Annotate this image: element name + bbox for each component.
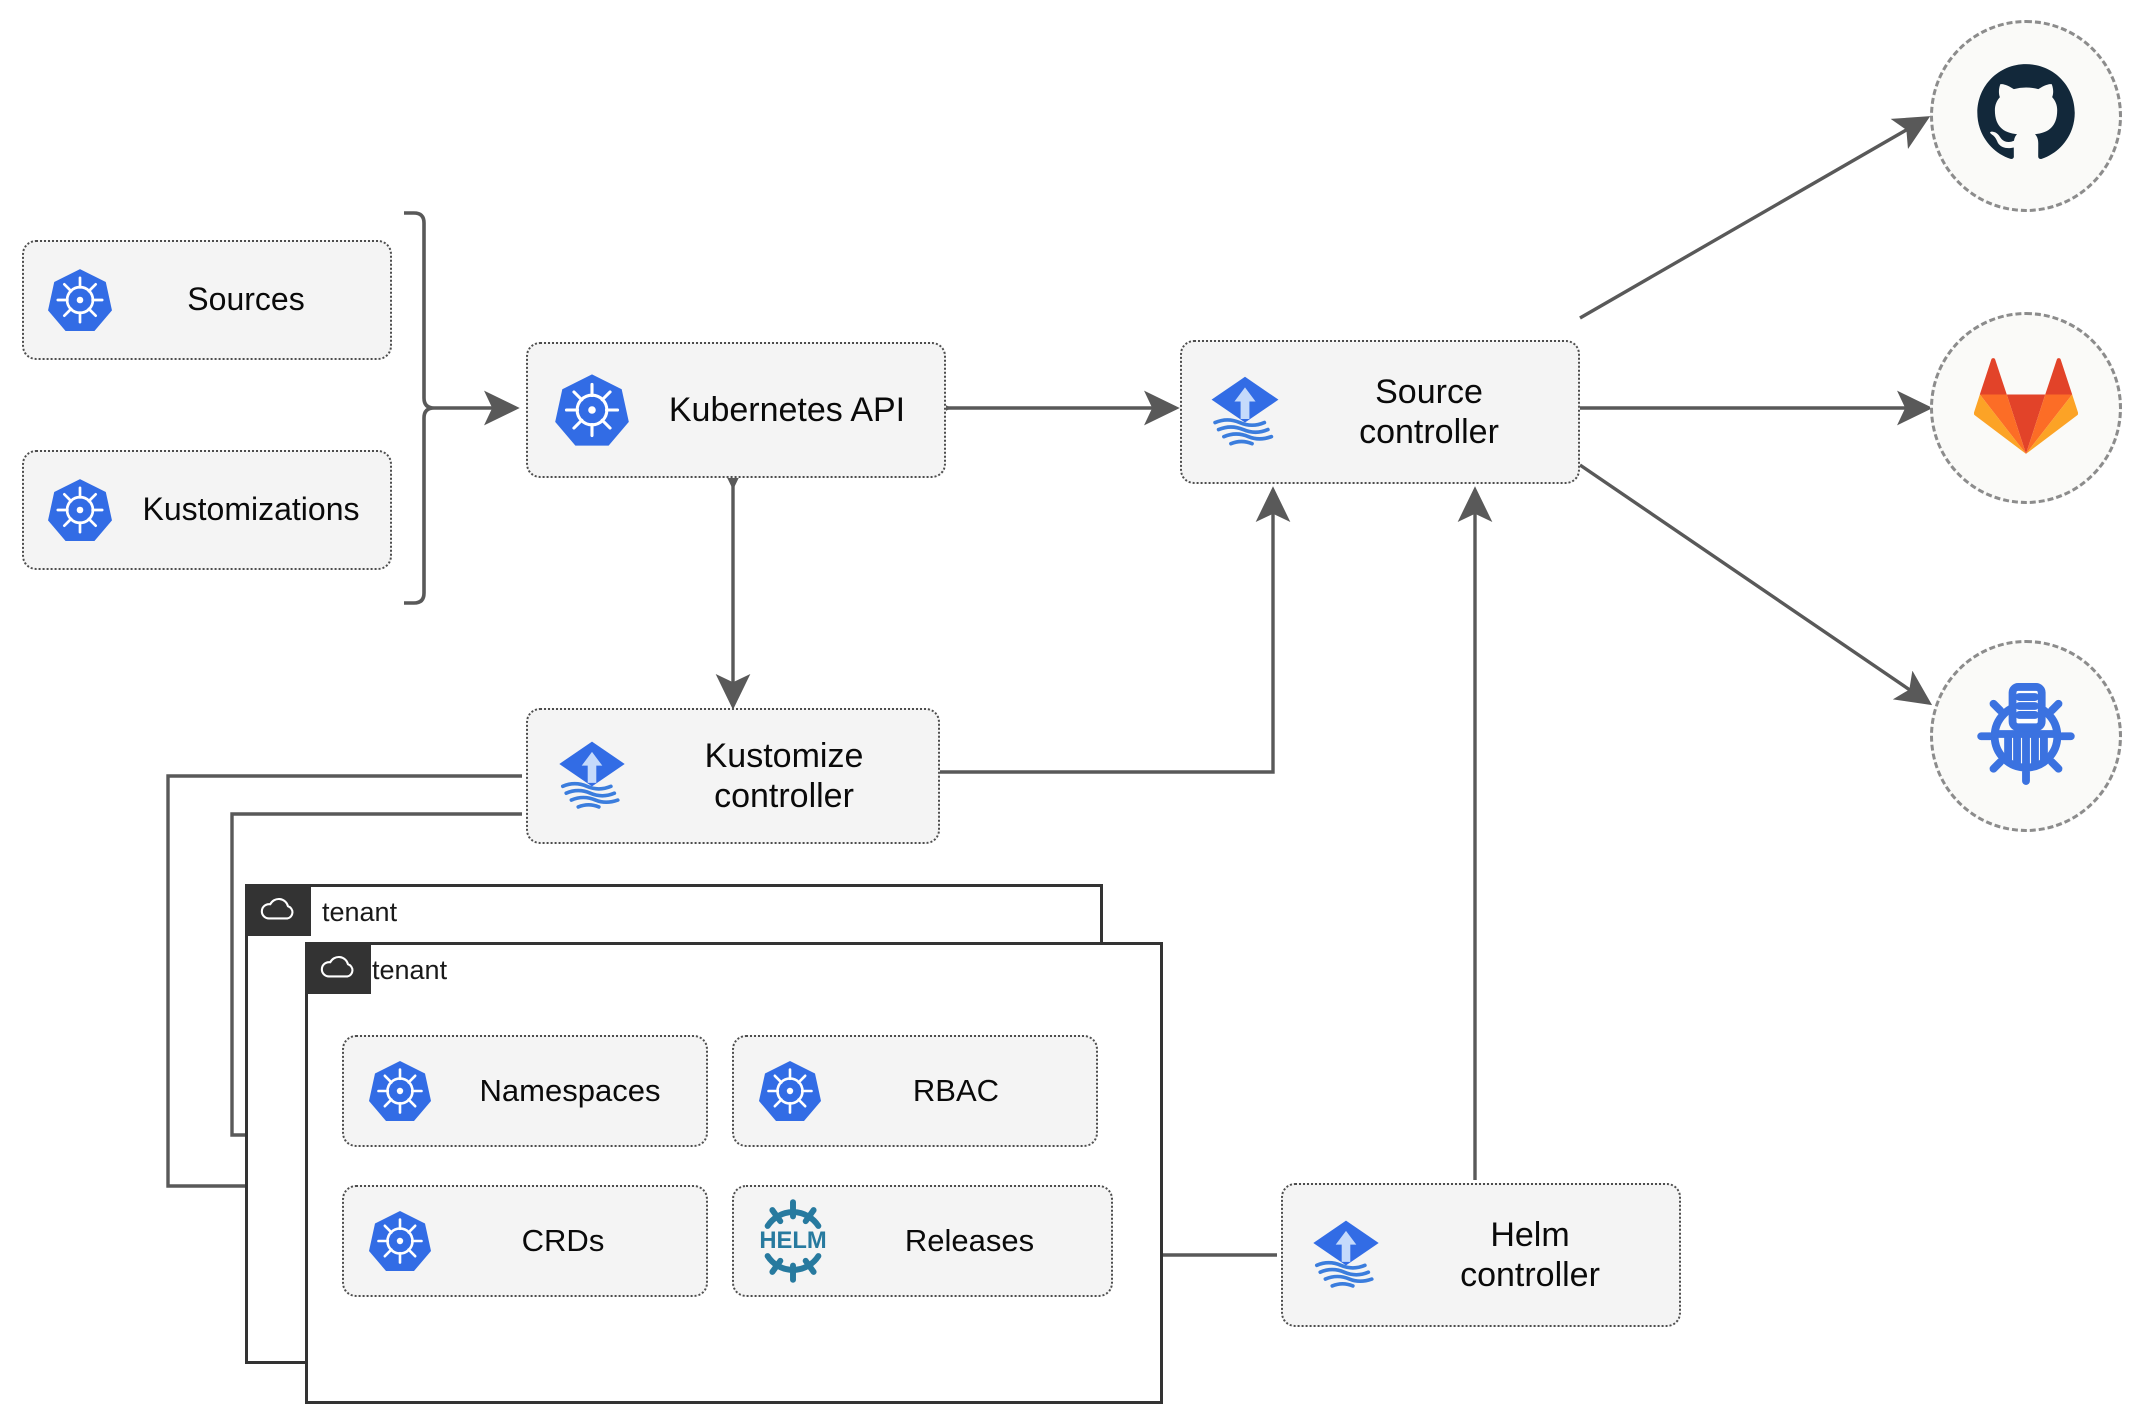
node-releases[interactable]: HELM Releases — [732, 1185, 1113, 1297]
node-label: Kubernetes API — [668, 390, 906, 429]
node-helm-controller[interactable]: Helm controller — [1281, 1183, 1681, 1327]
external-source-gitlab[interactable] — [1930, 312, 2122, 504]
kubernetes-icon — [344, 1059, 456, 1123]
tenant-label-back: tenant — [322, 897, 398, 927]
node-crds[interactable]: CRDs — [342, 1185, 708, 1297]
node-rbac[interactable]: RBAC — [732, 1035, 1098, 1147]
kubernetes-icon — [734, 1059, 846, 1123]
helm-icon: HELM — [734, 1199, 852, 1283]
node-namespaces[interactable]: Namespaces — [342, 1035, 708, 1147]
node-kustomize-controller[interactable]: Kustomize controller — [526, 708, 940, 844]
kubernetes-icon — [24, 477, 136, 543]
node-sources[interactable]: Sources — [22, 240, 392, 360]
cloud-icon — [259, 895, 297, 926]
node-source-controller[interactable]: Source controller — [1180, 340, 1580, 484]
flux-icon — [528, 733, 656, 819]
helm-wordmark: HELM — [759, 1227, 826, 1254]
gitlab-icon — [1973, 356, 2079, 461]
github-icon — [1974, 62, 2078, 171]
node-label: CRDs — [521, 1222, 605, 1258]
kubernetes-icon — [528, 372, 656, 448]
flux-icon — [1182, 368, 1308, 456]
external-source-helm-repository[interactable] — [1930, 640, 2122, 832]
node-label: Kustomizations — [142, 491, 360, 528]
node-label: Source controller — [1359, 372, 1499, 451]
tenant-tab-front — [305, 942, 371, 994]
cloud-icon — [319, 953, 357, 984]
kubernetes-icon — [24, 267, 136, 333]
tenant-label-front: tenant — [372, 955, 448, 985]
flux-icon — [1283, 1212, 1409, 1298]
node-label: Sources — [187, 281, 305, 318]
helm-repository-icon — [1970, 678, 2082, 795]
node-label: Helm controller — [1460, 1215, 1600, 1294]
node-kustomizations[interactable]: Kustomizations — [22, 450, 392, 570]
node-label: Releases — [904, 1222, 1035, 1258]
kubernetes-icon — [344, 1209, 456, 1273]
node-kubernetes-api[interactable]: Kubernetes API — [526, 342, 946, 478]
node-label: Kustomize controller — [704, 736, 864, 815]
tenant-container-front[interactable] — [305, 942, 1163, 1404]
tenant-tab-back — [245, 884, 311, 936]
node-label: Namespaces — [479, 1072, 661, 1108]
external-source-github[interactable] — [1930, 20, 2122, 212]
node-label: RBAC — [912, 1072, 1000, 1108]
